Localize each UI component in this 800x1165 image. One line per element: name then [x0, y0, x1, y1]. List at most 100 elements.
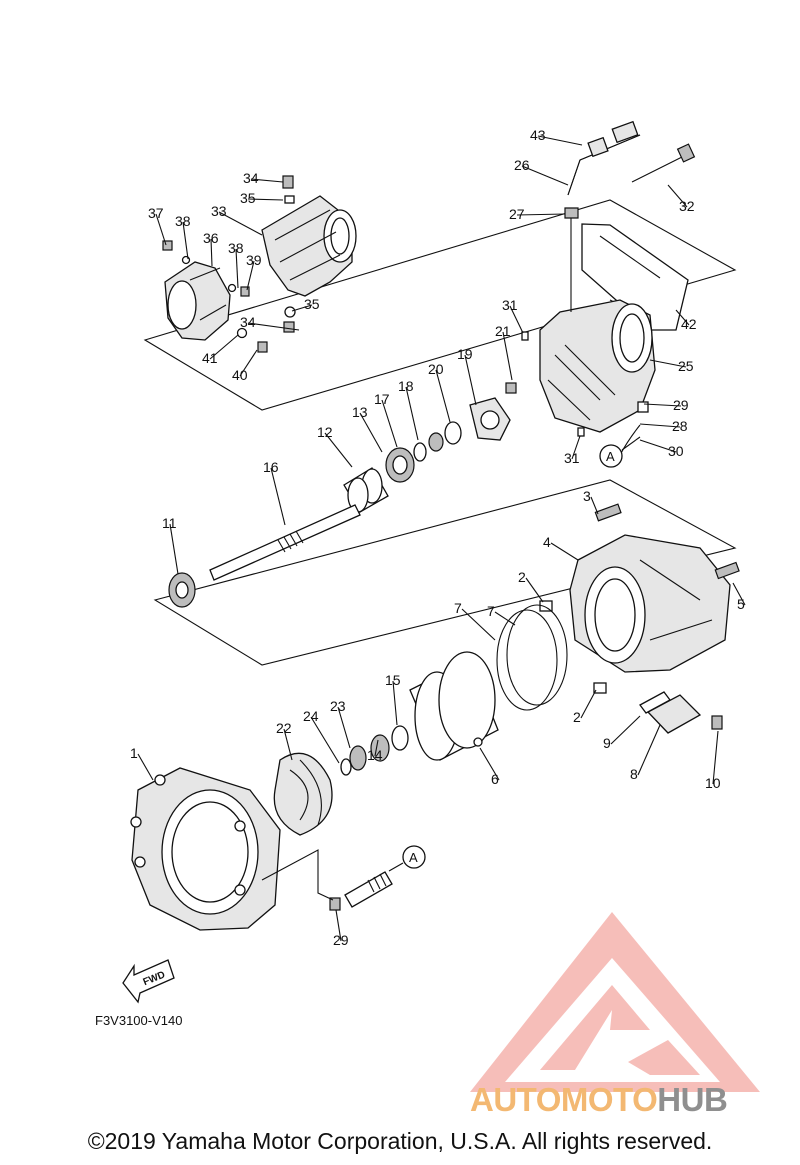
- leader-line: [374, 739, 379, 757]
- callout-label: 13: [352, 404, 368, 420]
- callout-label: 20: [428, 361, 444, 377]
- leader-line: [218, 211, 263, 236]
- callout-label: 35: [304, 296, 320, 312]
- leader-line: [509, 305, 524, 334]
- callout-label: 8: [630, 766, 638, 782]
- leader-line: [270, 467, 286, 526]
- leader-line: [667, 184, 688, 208]
- callout-label: 31: [564, 450, 580, 466]
- leader-line: [494, 611, 516, 626]
- leader-line: [291, 304, 313, 312]
- leader-line: [643, 403, 682, 407]
- callout-label: 28: [672, 418, 688, 434]
- leader-line: [461, 608, 496, 641]
- callout-label: 15: [385, 672, 401, 688]
- callout-label: 9: [603, 735, 611, 751]
- watermark-logo: [470, 912, 760, 1092]
- leader-line: [337, 706, 351, 749]
- watermark-text: AUTOMOTOHUB: [470, 1081, 790, 1119]
- leader-lines: [137, 135, 746, 942]
- callout-label: 7: [487, 603, 495, 619]
- callout-label: 39: [246, 252, 262, 268]
- leader-line: [550, 542, 579, 561]
- leader-line: [637, 724, 661, 776]
- drive-shaft: [168, 504, 361, 608]
- ref-marker-a-bottom: A: [388, 845, 426, 872]
- callout-label: 11: [162, 515, 177, 531]
- ref-marker-a-label: A: [606, 449, 615, 464]
- watermark-text-part2: HUB: [657, 1081, 728, 1118]
- callout-label: 30: [668, 443, 684, 459]
- liner-and-rings: [409, 604, 568, 761]
- leader-line: [521, 165, 569, 186]
- callout-label: 18: [398, 378, 414, 394]
- leader-line: [359, 412, 383, 453]
- callout-label: 41: [202, 350, 218, 366]
- leader-line: [610, 715, 641, 745]
- leader-line: [283, 728, 293, 761]
- callout-label: 35: [240, 190, 256, 206]
- fwd-arrow: FWD: [122, 959, 175, 1004]
- leader-line: [246, 260, 255, 291]
- leader-line: [169, 523, 179, 575]
- leader-line: [479, 747, 500, 781]
- callout-label: 6: [491, 771, 499, 787]
- callout-label: 19: [457, 346, 473, 362]
- leader-line: [235, 248, 239, 289]
- leader-line: [732, 582, 746, 606]
- leader-line: [590, 496, 599, 515]
- pump-housing: [539, 503, 740, 734]
- leader-line: [649, 359, 687, 368]
- leader-line: [210, 238, 213, 267]
- middle-group-frame: [153, 479, 737, 666]
- callout-labels: 1223456778910111213141516171819202122232…: [130, 127, 745, 948]
- callout-label: 2: [518, 569, 526, 585]
- callout-label: 7: [454, 600, 462, 616]
- callout-label: 3: [583, 488, 591, 504]
- leader-line: [209, 334, 239, 360]
- callout-label: 38: [175, 213, 191, 229]
- leader-line: [137, 753, 154, 781]
- leader-line: [392, 680, 398, 726]
- ref-marker-a-label: A: [409, 850, 418, 865]
- leader-line: [675, 309, 690, 326]
- callout-label: 34: [240, 314, 256, 330]
- callout-label: 23: [330, 698, 346, 714]
- jet-nozzle-assembly: [505, 120, 696, 456]
- leader-line: [310, 716, 340, 764]
- callout-label: 32: [679, 198, 695, 214]
- leader-line: [335, 909, 342, 942]
- leader-line: [571, 435, 581, 460]
- callout-label: 29: [673, 397, 689, 413]
- leader-line: [502, 331, 513, 381]
- callout-label: 36: [203, 230, 219, 246]
- bearing-housing-parts: [343, 397, 511, 513]
- leader-line: [182, 221, 189, 260]
- callout-label: 16: [263, 459, 279, 475]
- leader-line: [405, 386, 419, 441]
- callout-label: 33: [211, 203, 227, 219]
- callout-label: 21: [495, 323, 511, 339]
- callout-label: 2: [573, 709, 581, 725]
- steering-nozzle-assembly: [162, 175, 357, 353]
- leader-line: [525, 577, 544, 603]
- grease-shaft: [261, 849, 393, 911]
- callout-label: 1: [130, 745, 138, 761]
- callout-label: 26: [514, 157, 530, 173]
- leader-line: [435, 369, 451, 423]
- leader-line: [580, 689, 597, 719]
- callout-label: 12: [317, 424, 333, 440]
- callout-label: 43: [530, 127, 546, 143]
- upper-group-frame: [143, 199, 737, 411]
- leader-line: [324, 432, 353, 468]
- leader-line: [516, 213, 566, 216]
- leader-line: [537, 135, 583, 146]
- callout-label: 14: [367, 747, 383, 763]
- callout-label: 42: [681, 316, 697, 332]
- ref-marker-a-top: A: [599, 436, 641, 468]
- callout-label: 37: [148, 205, 164, 221]
- callout-label: 10: [705, 775, 721, 791]
- leader-line: [464, 354, 477, 406]
- callout-label: 29: [333, 932, 349, 948]
